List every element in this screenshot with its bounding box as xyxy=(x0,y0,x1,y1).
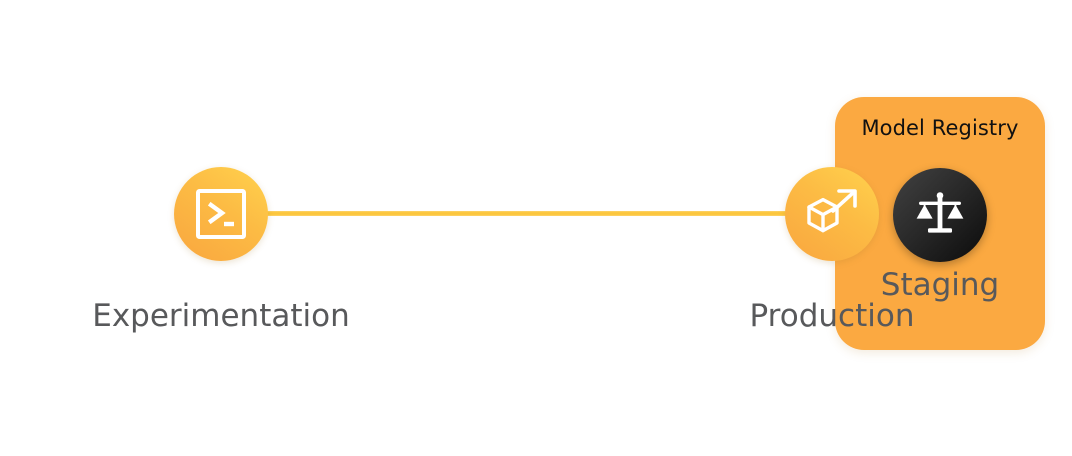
flow-connector-line xyxy=(216,211,836,216)
production-icon-badge[interactable] xyxy=(785,167,879,261)
terminal-icon xyxy=(195,188,247,240)
stage-experimentation[interactable]: Experimentation xyxy=(91,0,351,456)
model-registry-title: Model Registry xyxy=(861,116,1019,140)
stage-label-experimentation: Experimentation xyxy=(92,298,350,334)
staging-icon-badge[interactable] xyxy=(893,168,987,262)
stage-label-staging: Staging xyxy=(880,267,1000,303)
cube-launch-icon xyxy=(804,186,860,242)
balance-scale-icon xyxy=(912,185,968,245)
stage-staging[interactable]: Model Registry xyxy=(405,0,1045,456)
experimentation-icon-badge[interactable] xyxy=(174,167,268,261)
stage-production[interactable]: Production xyxy=(702,0,962,456)
stage-label-production: Production xyxy=(749,298,915,334)
